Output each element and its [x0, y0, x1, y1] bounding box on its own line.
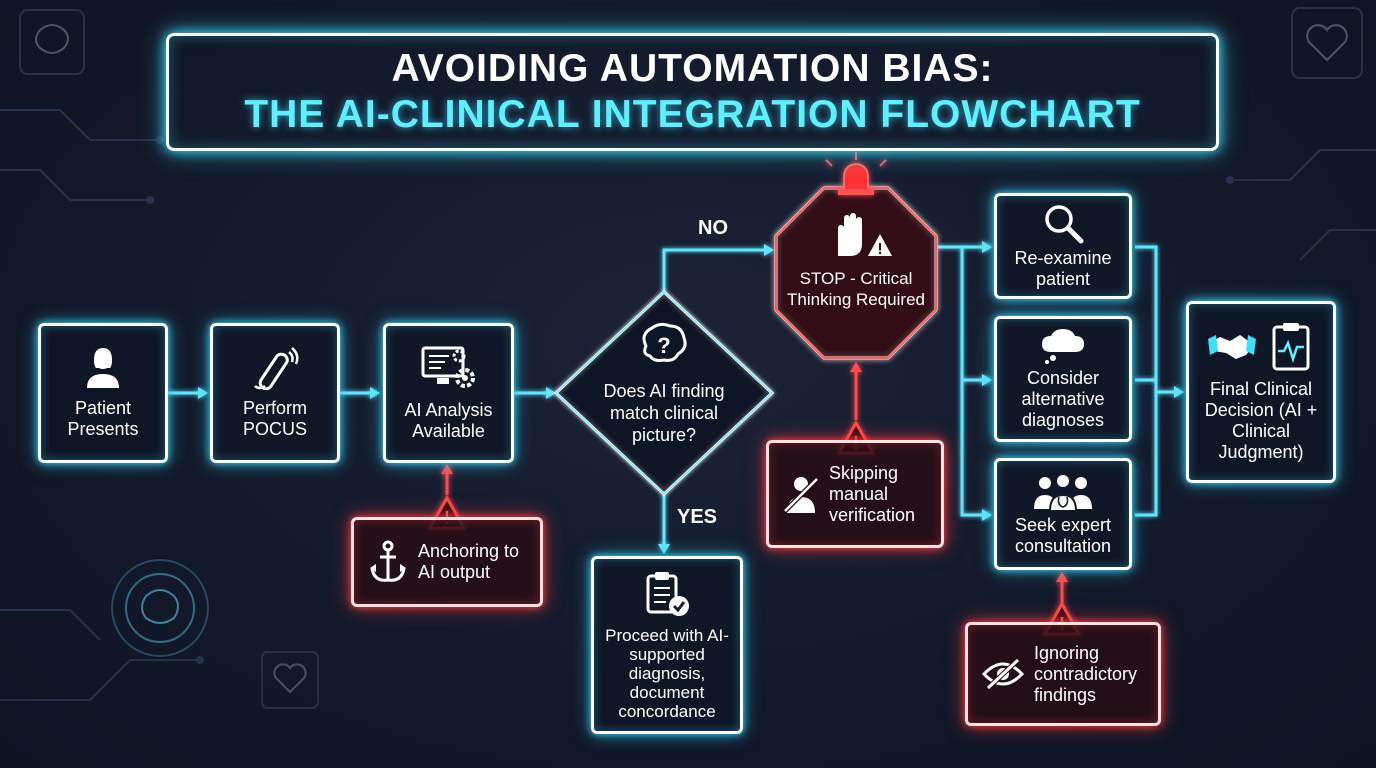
node-reexamine: Re-examine patient: [994, 193, 1132, 299]
cyan-connectors: [168, 245, 1178, 546]
brain-question-icon: ?: [642, 322, 687, 362]
svg-text:?: ?: [657, 333, 670, 358]
node-proceed: Proceed with AI-supported diagnosis, doc…: [591, 556, 743, 734]
medical-team-icon: [1034, 473, 1092, 511]
node-proceed-label: Proceed with AI-supported diagnosis, doc…: [605, 625, 729, 721]
node-consider-label: Consider alternative diagnoses: [1021, 367, 1105, 430]
title-line-2: THE AI-CLINICAL INTEGRATION FLOWCHART: [244, 93, 1141, 136]
handshake-icon: [1208, 335, 1256, 359]
red-arrowheads: [441, 362, 1068, 582]
warning-ignoring-text: Ignoring contradictory findings: [1034, 642, 1138, 705]
decision-question: Does AI finding match clinical picture?: [603, 381, 725, 445]
computer-gear-icon: [421, 346, 475, 388]
yes-label: YES: [677, 506, 718, 528]
clipboard-heartbeat-icon: [1272, 323, 1310, 371]
node-consider: Consider alternative diagnoses: [994, 316, 1132, 442]
cyan-arrowheads: [198, 241, 1184, 554]
node-perform-pocus: Perform POCUS: [210, 323, 340, 463]
decor-heart-small-icon: [261, 651, 319, 709]
title-line-1: AVOIDING AUTOMATION BIAS:: [391, 47, 994, 90]
node-patient-label: Patient Presents: [67, 398, 139, 439]
ultrasound-probe-icon: [254, 347, 299, 390]
circuit-decoration: [0, 109, 1376, 701]
node-final-label: Final Clinical Decision (AI + Clinical J…: [1204, 379, 1318, 462]
decor-brain-tile-icon: [19, 9, 85, 75]
anchor-icon: [370, 540, 406, 582]
node-ai-analysis: AI Analysis Available: [383, 323, 514, 463]
magnifier-icon: [1045, 205, 1084, 244]
node-final-decision: Final Clinical Decision (AI + Clinical J…: [1186, 301, 1336, 483]
clipboard-check-icon: [646, 571, 689, 616]
node-pocus-label: Perform POCUS: [242, 398, 307, 439]
warning-skipping-text: Skipping manual verification: [829, 462, 916, 525]
handshake-clipboard-icon: [1208, 323, 1310, 371]
warning-skipping: Skipping manual verification: [766, 440, 944, 548]
stop-label: STOP - Critical Thinking Required: [787, 269, 925, 309]
node-ai-analysis-label: AI Analysis Available: [404, 400, 493, 441]
stop-octagon-shape: [774, 186, 938, 360]
crossed-eye-icon: [982, 658, 1024, 690]
stop-hand-icon: !: [838, 213, 892, 258]
no-label: NO: [698, 217, 728, 239]
node-reexamine-label: Re-examine patient: [1014, 248, 1112, 289]
node-seek-expert: Seek expert consultation: [994, 458, 1132, 570]
node-seek-expert-label: Seek expert consultation: [1014, 515, 1112, 556]
title-banner: AVOIDING AUTOMATION BIAS: THE AI-CLINICA…: [166, 33, 1219, 151]
svg-text:!: !: [877, 241, 882, 258]
alarm-siren-icon: [825, 152, 887, 195]
decor-heart-tile-icon: [1291, 7, 1363, 79]
warning-anchoring: Anchoring to AI output: [351, 517, 543, 607]
node-patient-presents: Patient Presents: [38, 323, 168, 463]
red-connectors: [445, 368, 1064, 604]
thought-cloud-icon: [1042, 328, 1084, 364]
warning-anchoring-text: Anchoring to AI output: [418, 541, 520, 582]
warning-ignoring: Ignoring contradictory findings: [965, 622, 1161, 726]
decision-diamond-shape: [553, 289, 775, 497]
decor-brain-circle-icon: [111, 559, 209, 657]
patient-icon: [87, 348, 119, 388]
crossed-person-icon: [783, 477, 819, 513]
